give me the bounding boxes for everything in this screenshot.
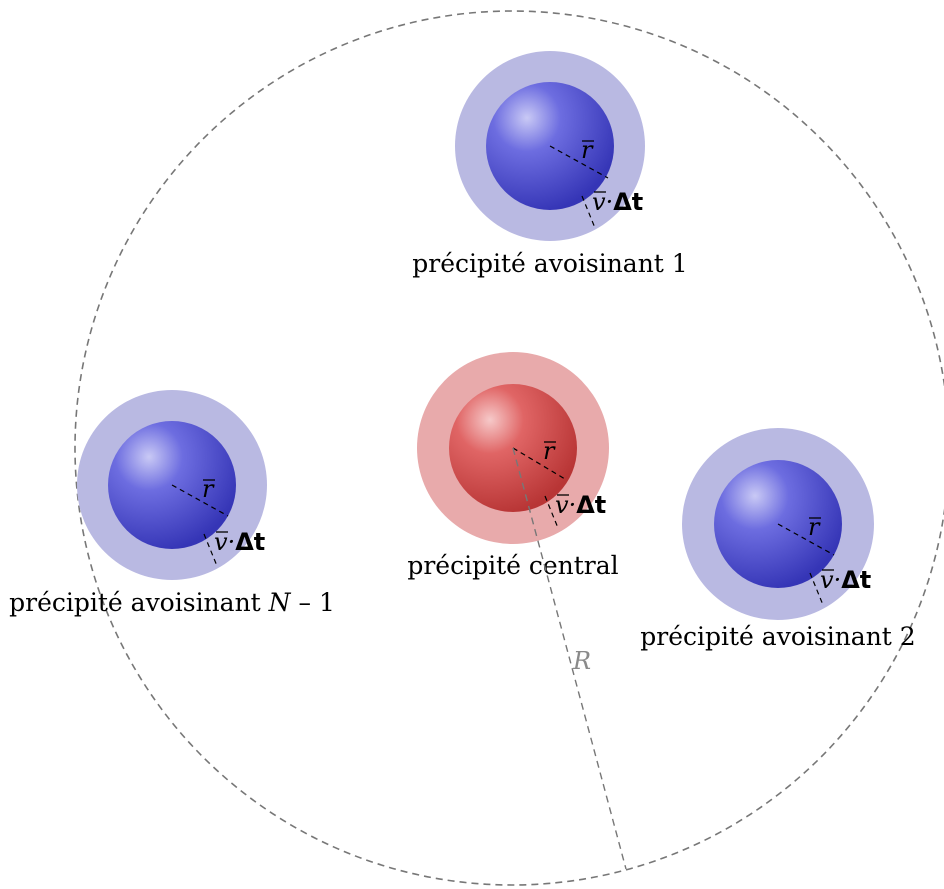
neighbor-1-radius-label: r — [581, 136, 594, 164]
neighbor-1-label: précipité avoisinant 1 — [412, 249, 687, 278]
neighbor-n-1-label: précipité avoisinant N – 1 — [9, 588, 335, 617]
neighbor-2-label: précipité avoisinant 2 — [640, 622, 915, 651]
central-radius-label: r — [543, 437, 556, 465]
central-precipitate: r v·Δt précipité central — [407, 352, 618, 580]
neighbor-2-radius-label: r — [808, 513, 821, 541]
neighbor-precipitate-2: r v·Δt précipité avoisinant 2 — [640, 428, 915, 651]
neighbor-precipitate-1: r v·Δt précipité avoisinant 1 — [412, 51, 687, 278]
neighbor-precipitate-n-1: r v·Δt précipité avoisinant N – 1 — [9, 390, 335, 617]
outer-radius-label: R — [572, 647, 591, 675]
central-label: précipité central — [407, 551, 618, 580]
neighbor-n-1-radius-label: r — [202, 475, 215, 503]
